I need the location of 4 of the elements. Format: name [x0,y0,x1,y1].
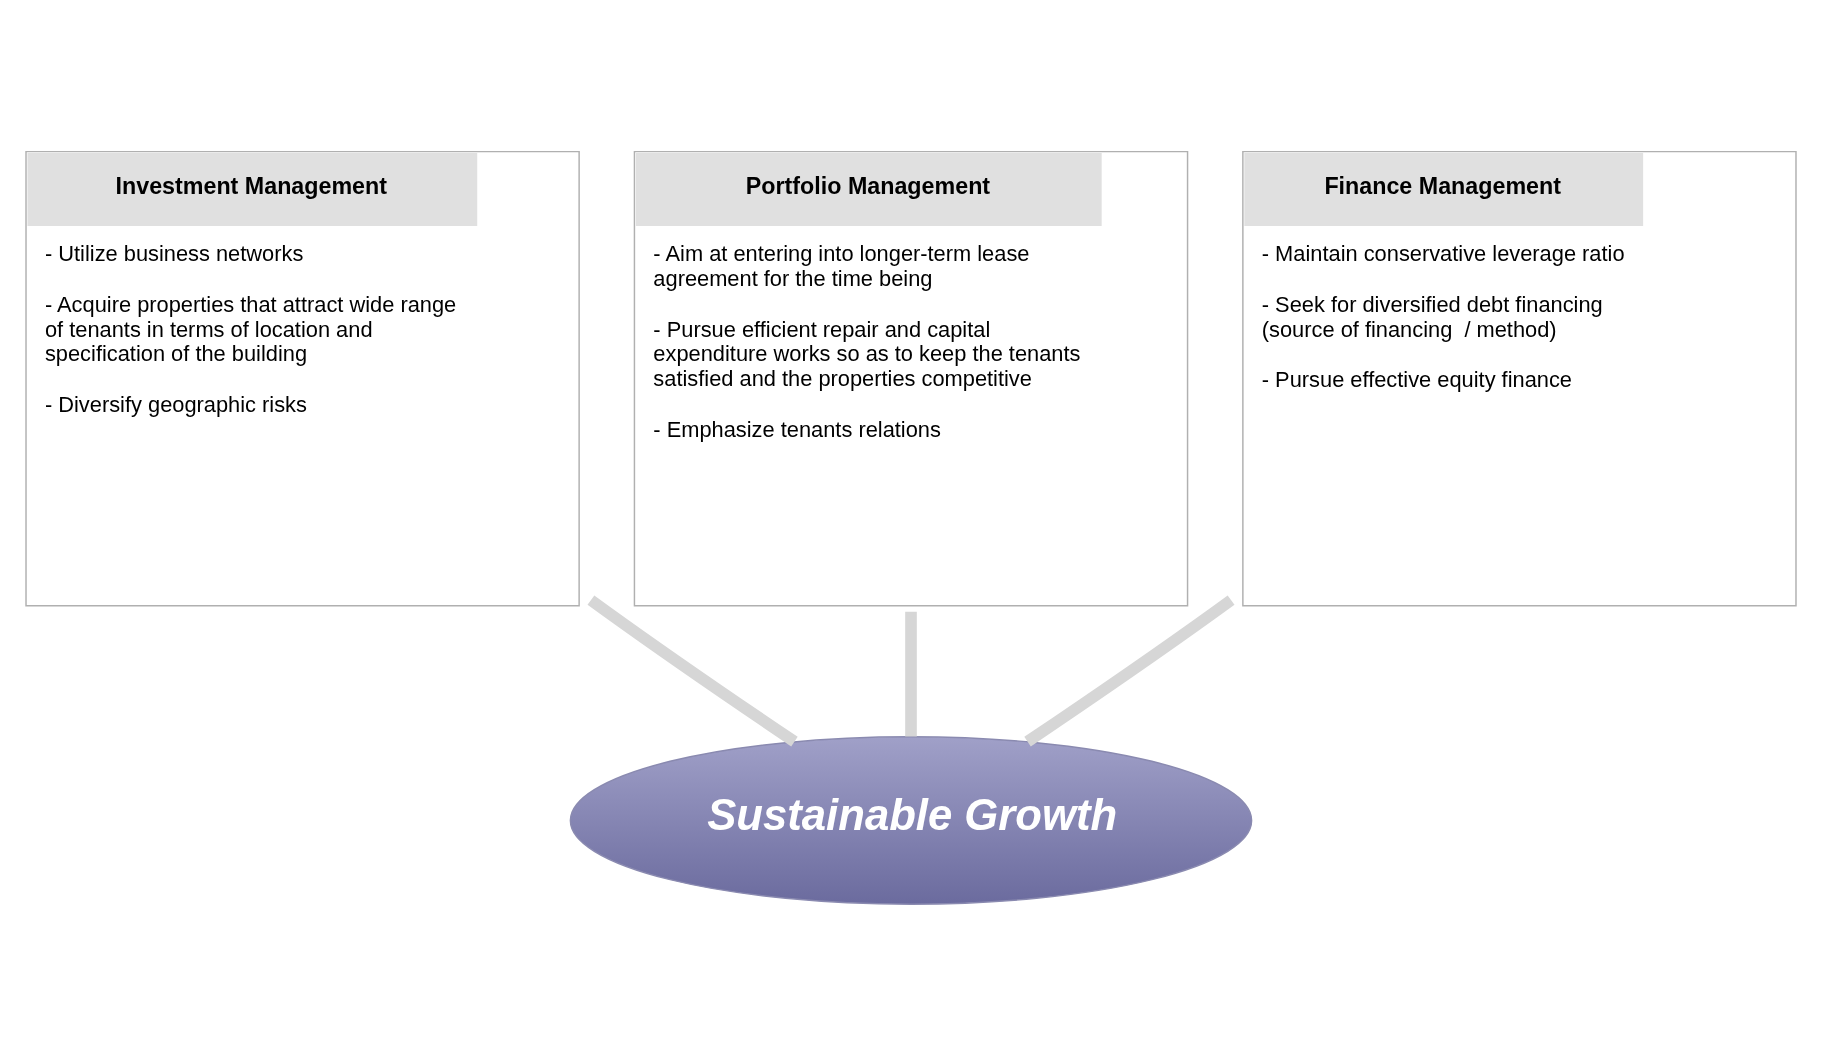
connector [587,595,798,747]
connector [905,611,917,737]
connector [1024,595,1235,747]
node-ellipse: Sustainable Growth [569,736,1253,905]
